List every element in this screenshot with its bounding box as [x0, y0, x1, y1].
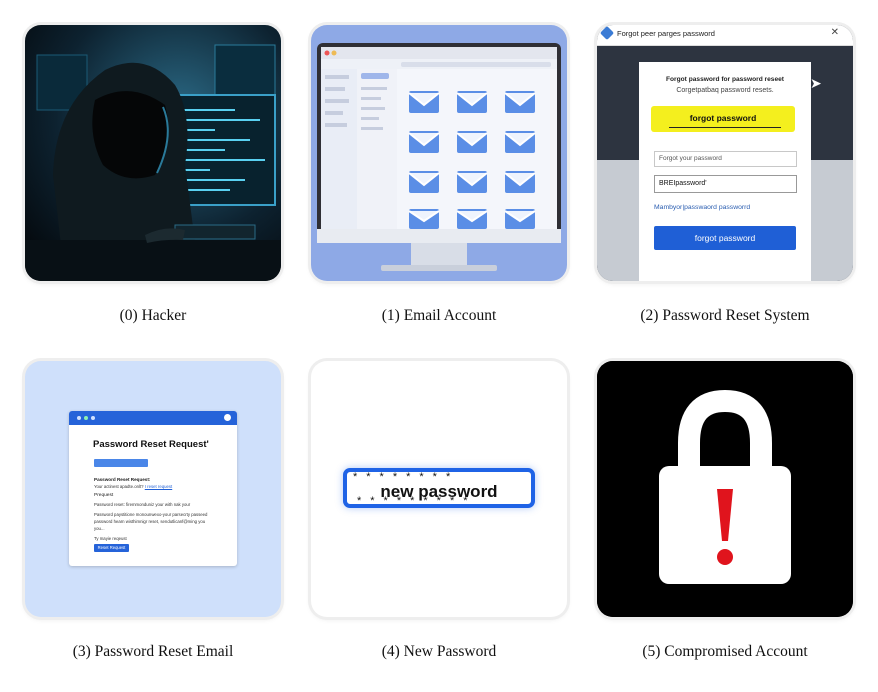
email-footer: Ty mayie reqeust [94, 536, 127, 541]
email-window: Password Reset Request' Password Reset R… [69, 411, 237, 566]
asterisk-row-top: ******** [353, 471, 460, 483]
dialog-heading: Forgot password for password reseet [666, 76, 784, 83]
email-body-3: password hearn wisthimnigr reset, sendut… [94, 519, 206, 524]
caption-3: (3) Password Reset Email [72, 643, 234, 660]
new-password-text: new password [380, 482, 498, 501]
asterisk-row-bottom: ********* [357, 495, 477, 507]
panel-email-account [311, 25, 567, 281]
window-dot [77, 416, 81, 420]
window-dot [84, 416, 88, 420]
new-password-field[interactable]: ******** new password ********* [343, 468, 535, 508]
email-window-titlebar [69, 411, 237, 425]
hacker-illustration [25, 25, 281, 281]
reset-request-button[interactable]: Reset Request [94, 544, 129, 552]
window-titlebar: Forgot peer parges password ✕ [597, 25, 853, 46]
panel-password-reset-system: Forgot peer parges password ✕ ➤ Forgot p… [597, 25, 853, 281]
email-blue-bar [94, 459, 148, 467]
forgot-password-button[interactable]: forgot password [654, 226, 796, 250]
email-account-illustration [311, 25, 567, 281]
password-link[interactable]: Mambyor|passwaord passworrd [654, 204, 751, 211]
highlight-label: forgot password [689, 113, 757, 123]
reset-dialog: Forgot password for password reseet Corg… [639, 62, 811, 281]
envelope-grid [408, 91, 536, 229]
padlock-warning-icon [597, 361, 853, 617]
caption-5: (5) Compromised Account [642, 643, 808, 660]
cursor-icon: ➤ [810, 75, 822, 91]
email-body-4: you... [94, 526, 105, 531]
caption-4: (4) New Password [381, 643, 497, 660]
email-line-1: Your actinest apadte.onlt? I reset reque… [94, 484, 173, 489]
app-icon [599, 25, 615, 41]
forgot-password-input[interactable]: Forgot your password [654, 151, 797, 167]
panel-password-reset-email: Password Reset Request' Password Reset R… [25, 361, 281, 617]
panel-hacker [25, 25, 281, 281]
email-section-label: Password Reset Request: [94, 477, 151, 482]
caption-1: (1) Email Account [381, 307, 497, 324]
email-request-label: Prequest [94, 493, 114, 498]
password-input[interactable]: BREIpassword' [654, 175, 797, 193]
email-body-1: Password reset: firemmonduniz your with … [94, 502, 191, 507]
window-title: Forgot peer parges password [617, 29, 715, 38]
panel-new-password: ******** new password ********* [311, 361, 567, 617]
highlighted-field: forgot password [651, 106, 795, 132]
caption-0: (0) Hacker [119, 307, 187, 324]
close-icon[interactable]: ✕ [830, 27, 839, 38]
highlight-underline [669, 127, 781, 128]
window-dot [91, 416, 95, 420]
dialog-subheading: Corgetpatbaq password resets. [676, 87, 774, 94]
reset-request-link[interactable]: I reset request [144, 484, 173, 489]
email-body-2: Password paystitione monounwexo-your par… [94, 512, 208, 517]
window-button[interactable] [224, 414, 231, 421]
panel-compromised-account [597, 361, 853, 617]
email-title: Password Reset Request' [93, 439, 209, 450]
caption-2: (2) Password Reset System [640, 307, 810, 324]
